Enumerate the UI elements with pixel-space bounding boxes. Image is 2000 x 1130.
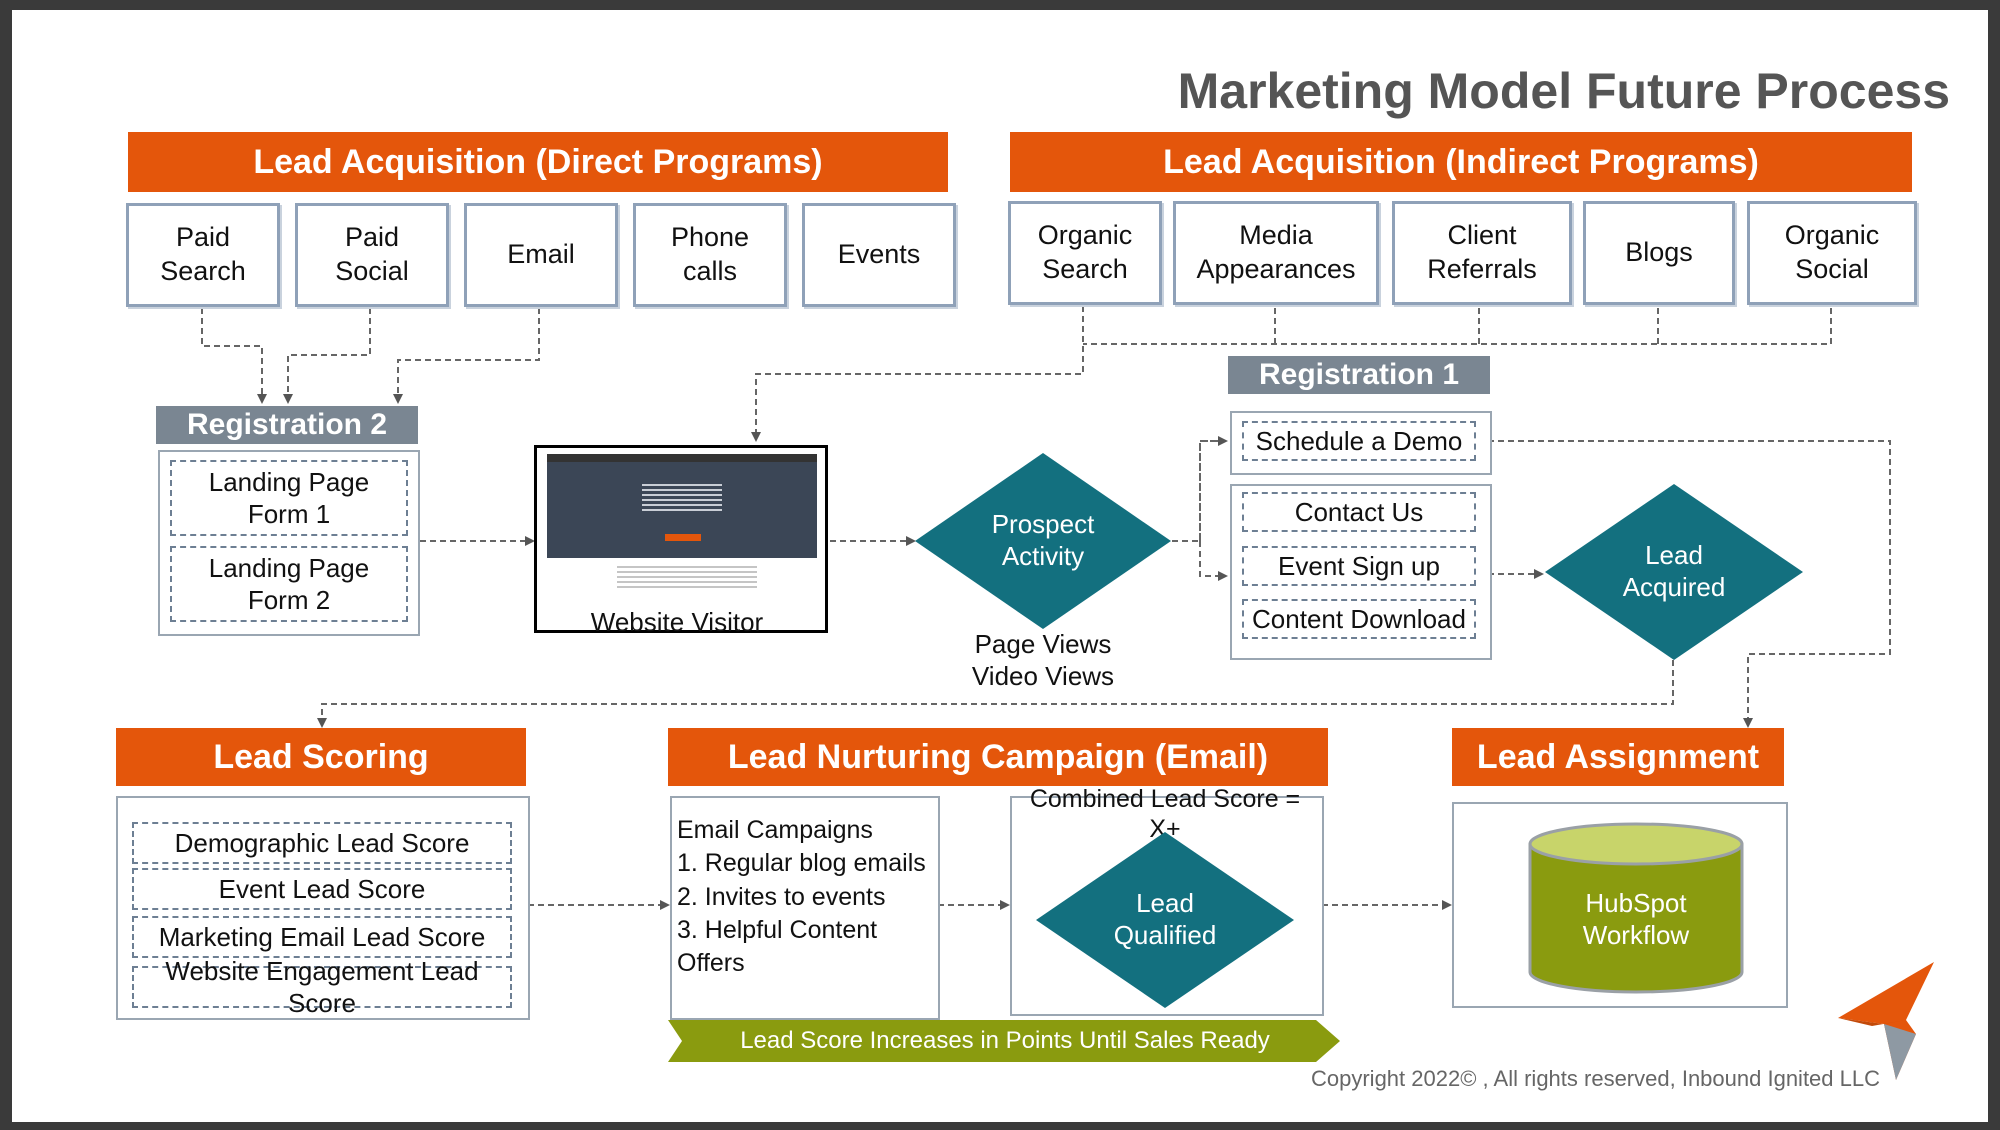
browser-bar xyxy=(547,454,817,462)
website-screenshot xyxy=(534,445,828,633)
registration-2-label: Registration 2 xyxy=(156,406,418,444)
connector-paid-search xyxy=(201,308,267,404)
lead-acquired-label: Lead Acquired xyxy=(1622,540,1726,602)
landing-page-form-1: Landing Page Form 1 xyxy=(170,460,408,536)
schedule-demo-box: Schedule a Demo xyxy=(1242,421,1476,461)
marketing-email-lead-score: Marketing Email Lead Score xyxy=(132,916,512,958)
prospect-activity-label: Prospect Activity xyxy=(991,509,1095,571)
lead-score-arrow-text: Lead Score Increases in Points Until Sal… xyxy=(740,1027,1270,1055)
connector-email xyxy=(393,308,540,404)
source-events: Events xyxy=(802,203,956,307)
event-lead-score: Event Lead Score xyxy=(132,868,512,910)
connector-indirect-bus xyxy=(1083,308,1832,345)
demographic-lead-score: Demographic Lead Score xyxy=(132,822,512,864)
contact-us-box: Contact Us xyxy=(1242,492,1476,532)
company-logo xyxy=(1838,962,1934,1080)
prospect-activity-diamond xyxy=(915,453,1171,629)
connector-demo-assignment xyxy=(1488,440,1891,728)
website-engagement-lead-score: Website Engagement Lead Score xyxy=(132,956,512,1018)
website-hero xyxy=(547,462,817,558)
source-email: Email xyxy=(464,203,618,307)
email-campaigns-panel xyxy=(670,796,940,1020)
source-organic-search: Organic Search xyxy=(1008,201,1162,305)
source-client-referrals: Client Referrals xyxy=(1392,201,1572,305)
combined-lead-score: Combined Lead Score = X+ xyxy=(1029,784,1301,844)
connector-paid-social xyxy=(283,308,371,404)
lead-nurturing-banner: Lead Nurturing Campaign (Email) xyxy=(668,728,1328,786)
lead-acquired-diamond xyxy=(1545,484,1803,660)
hubspot-workflow-label: HubSpot Workflow xyxy=(1582,888,1690,950)
hero-text-lines xyxy=(642,484,722,512)
source-media-appearances: Media Appearances xyxy=(1173,201,1379,305)
direct-programs-banner: Lead Acquisition (Direct Programs) xyxy=(128,132,948,192)
source-phone-calls: Phone calls xyxy=(633,203,787,307)
content-download-box: Content Download xyxy=(1242,599,1476,639)
registration-1-label: Registration 1 xyxy=(1228,356,1490,394)
copyright-text: Copyright 2022© , All rights reserved, I… xyxy=(1311,1066,1880,1091)
lead-score-arrow xyxy=(668,1020,1340,1062)
source-paid-search: Paid Search xyxy=(126,203,280,307)
page-title: Marketing Model Future Process xyxy=(1177,63,1950,119)
connector-organic-search xyxy=(751,306,1084,442)
lead-scoring-banner: Lead Scoring xyxy=(116,728,526,786)
lead-qualified-diamond xyxy=(1036,832,1294,1008)
hero-cta-button xyxy=(665,534,701,541)
lead-assignment-banner: Lead Assignment xyxy=(1452,728,1784,786)
hubspot-database-icon xyxy=(1528,822,1744,994)
website-body-lines xyxy=(617,566,757,588)
source-organic-social: Organic Social xyxy=(1747,201,1917,305)
event-sign-up-box: Event Sign up xyxy=(1242,546,1476,586)
landing-page-form-2: Landing Page Form 2 xyxy=(170,546,408,622)
email-campaigns-text: Email Campaigns 1. Regular blog emails 2… xyxy=(677,816,926,977)
connector-acquired-scoring xyxy=(317,660,1674,728)
website-visitor-label: Website Visitor xyxy=(590,607,764,638)
source-paid-social: Paid Social xyxy=(295,203,449,307)
indirect-programs-banner: Lead Acquisition (Indirect Programs) xyxy=(1010,132,1912,192)
source-blogs: Blogs xyxy=(1583,201,1735,305)
lead-qualified-label: Lead Qualified xyxy=(1113,888,1217,950)
prospect-activity-note: Page Views Video Views xyxy=(971,629,1115,691)
